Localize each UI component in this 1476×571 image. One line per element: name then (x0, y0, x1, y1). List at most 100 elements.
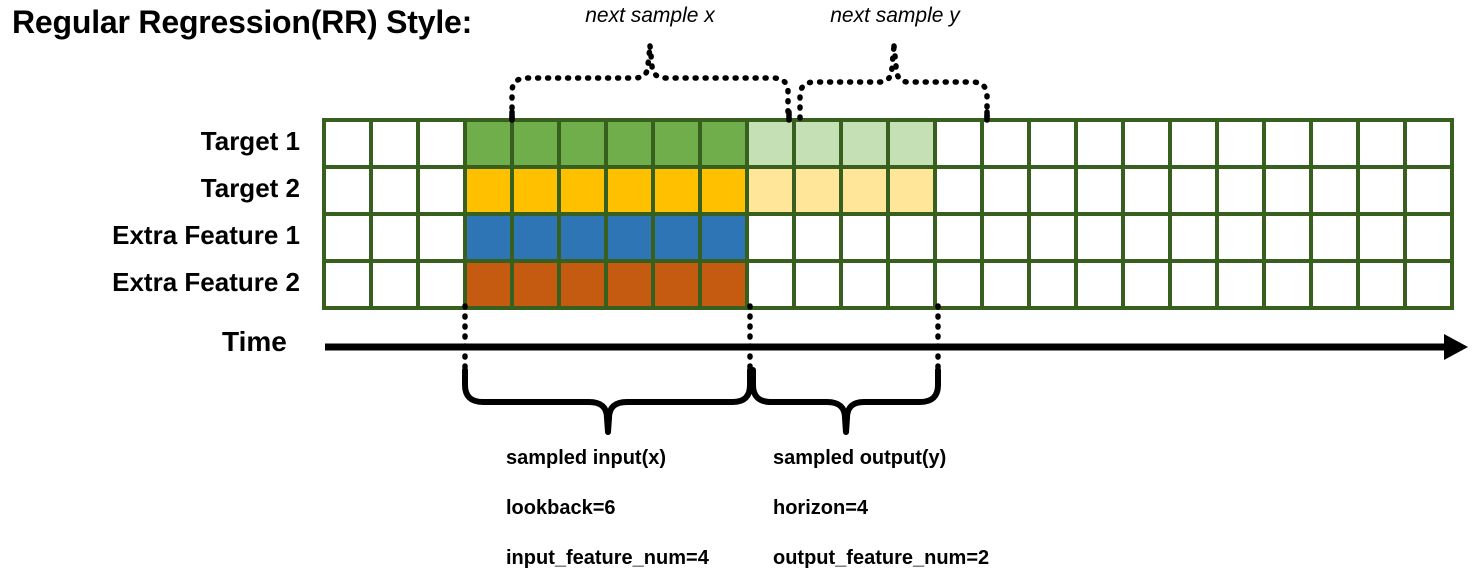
grid-cell (843, 122, 886, 165)
grid-cell (1360, 263, 1403, 306)
grid-cell (843, 263, 886, 306)
caption-input-line2: lookback=6 (506, 497, 616, 519)
grid-cell (1407, 216, 1450, 259)
grid-cell (373, 122, 416, 165)
grid-cell (467, 263, 510, 306)
caption-output-line2: horizon=4 (773, 497, 869, 519)
grid-cell (1031, 216, 1074, 259)
grid-cell (1313, 122, 1356, 165)
grid-cell (1407, 263, 1450, 306)
grid-cell (1125, 122, 1168, 165)
grid-cell (373, 169, 416, 212)
grid-cell (420, 263, 463, 306)
grid-row (326, 216, 1450, 259)
grid-cell (796, 263, 839, 306)
grid-cell (890, 216, 933, 259)
grid-cell (467, 216, 510, 259)
row-label-extra-feature-2: Extra Feature 2 (112, 267, 300, 297)
grid-cell (326, 216, 369, 259)
grid-cell (420, 122, 463, 165)
grid-cell (655, 263, 698, 306)
top-brace-next-sample-x (509, 43, 791, 121)
grid-cell (1407, 122, 1450, 165)
grid-cell (890, 263, 933, 306)
grid-cell (937, 169, 980, 212)
grid-cell (1360, 169, 1403, 212)
grid-cell (467, 122, 510, 165)
grid-row (326, 169, 1450, 212)
grid-cell (1172, 216, 1215, 259)
grid-cell (1313, 216, 1356, 259)
grid-cell (655, 122, 698, 165)
grid-cell (1219, 169, 1262, 212)
grid-cell (1031, 263, 1074, 306)
grid-cell (373, 263, 416, 306)
grid-cell (608, 263, 651, 306)
grid-cell (326, 169, 369, 212)
grid-cell (608, 122, 651, 165)
grid-cell (984, 122, 1027, 165)
grid-cell (796, 216, 839, 259)
grid-cell (514, 122, 557, 165)
grid-cell (1078, 263, 1121, 306)
grid-cell (1031, 122, 1074, 165)
grid-cell (1360, 216, 1403, 259)
grid-cell (749, 216, 792, 259)
grid-cell (514, 263, 557, 306)
row-label-target-2: Target 2 (200, 173, 300, 203)
grid-cell (420, 169, 463, 212)
grid-cell (1266, 216, 1309, 259)
time-axis-arrowhead (1444, 334, 1468, 360)
grid-cell (655, 216, 698, 259)
grid-row (326, 263, 1450, 306)
grid-cell (1313, 169, 1356, 212)
page-title: Regular Regression(RR) Style: (12, 4, 473, 40)
caption-input-line3: input_feature_num=4 (506, 547, 709, 569)
grid-cell (1266, 122, 1309, 165)
caption-sampled-output: sampled output(y) horizon=4 output_featu… (773, 421, 989, 571)
grid-cell (373, 216, 416, 259)
grid-cell (420, 216, 463, 259)
grid-cell (561, 122, 604, 165)
grid-cell (984, 169, 1027, 212)
grid-cell (1078, 122, 1121, 165)
grid-cell (1219, 216, 1262, 259)
caption-output-line1: sampled output(y) (773, 447, 947, 469)
grid-cell (749, 263, 792, 306)
time-axis-label: Time (222, 326, 287, 357)
grid-cell (843, 216, 886, 259)
grid-cell (702, 122, 745, 165)
grid-cell (1125, 263, 1168, 306)
grid-cell (890, 122, 933, 165)
caption-input-line1: sampled input(x) (506, 447, 667, 469)
row-label-column: Target 1 Target 2 Extra Feature 1 Extra … (0, 118, 312, 306)
top-brace-next-sample-y (797, 43, 990, 121)
grid-cell (749, 122, 792, 165)
grid-cell (1219, 263, 1262, 306)
grid-cell (1172, 169, 1215, 212)
timeseries-grid (322, 118, 1454, 310)
grid-cell (561, 216, 604, 259)
caption-output-line3: output_feature_num=2 (773, 547, 990, 569)
grid-cell (1219, 122, 1262, 165)
grid-cell (702, 169, 745, 212)
grid-cell (1172, 122, 1215, 165)
grid-cell (702, 263, 745, 306)
grid-cell (561, 263, 604, 306)
row-label-target-1: Target 1 (200, 126, 300, 156)
grid-cell (608, 169, 651, 212)
grid-cell (984, 263, 1027, 306)
caption-sampled-input: sampled input(x) lookback=6 input_featur… (506, 421, 709, 571)
grid-cell (1078, 169, 1121, 212)
grid-cell (984, 216, 1027, 259)
grid-cell (514, 169, 557, 212)
grid-cell (1266, 169, 1309, 212)
grid-cell (1125, 216, 1168, 259)
grid-cell (1078, 216, 1121, 259)
grid-cell (1266, 263, 1309, 306)
grid-cell (326, 122, 369, 165)
grid-cell (467, 169, 510, 212)
grid-cell (937, 122, 980, 165)
top-brace-label-next-sample-y: next sample y (830, 4, 960, 27)
grid-cell (796, 122, 839, 165)
